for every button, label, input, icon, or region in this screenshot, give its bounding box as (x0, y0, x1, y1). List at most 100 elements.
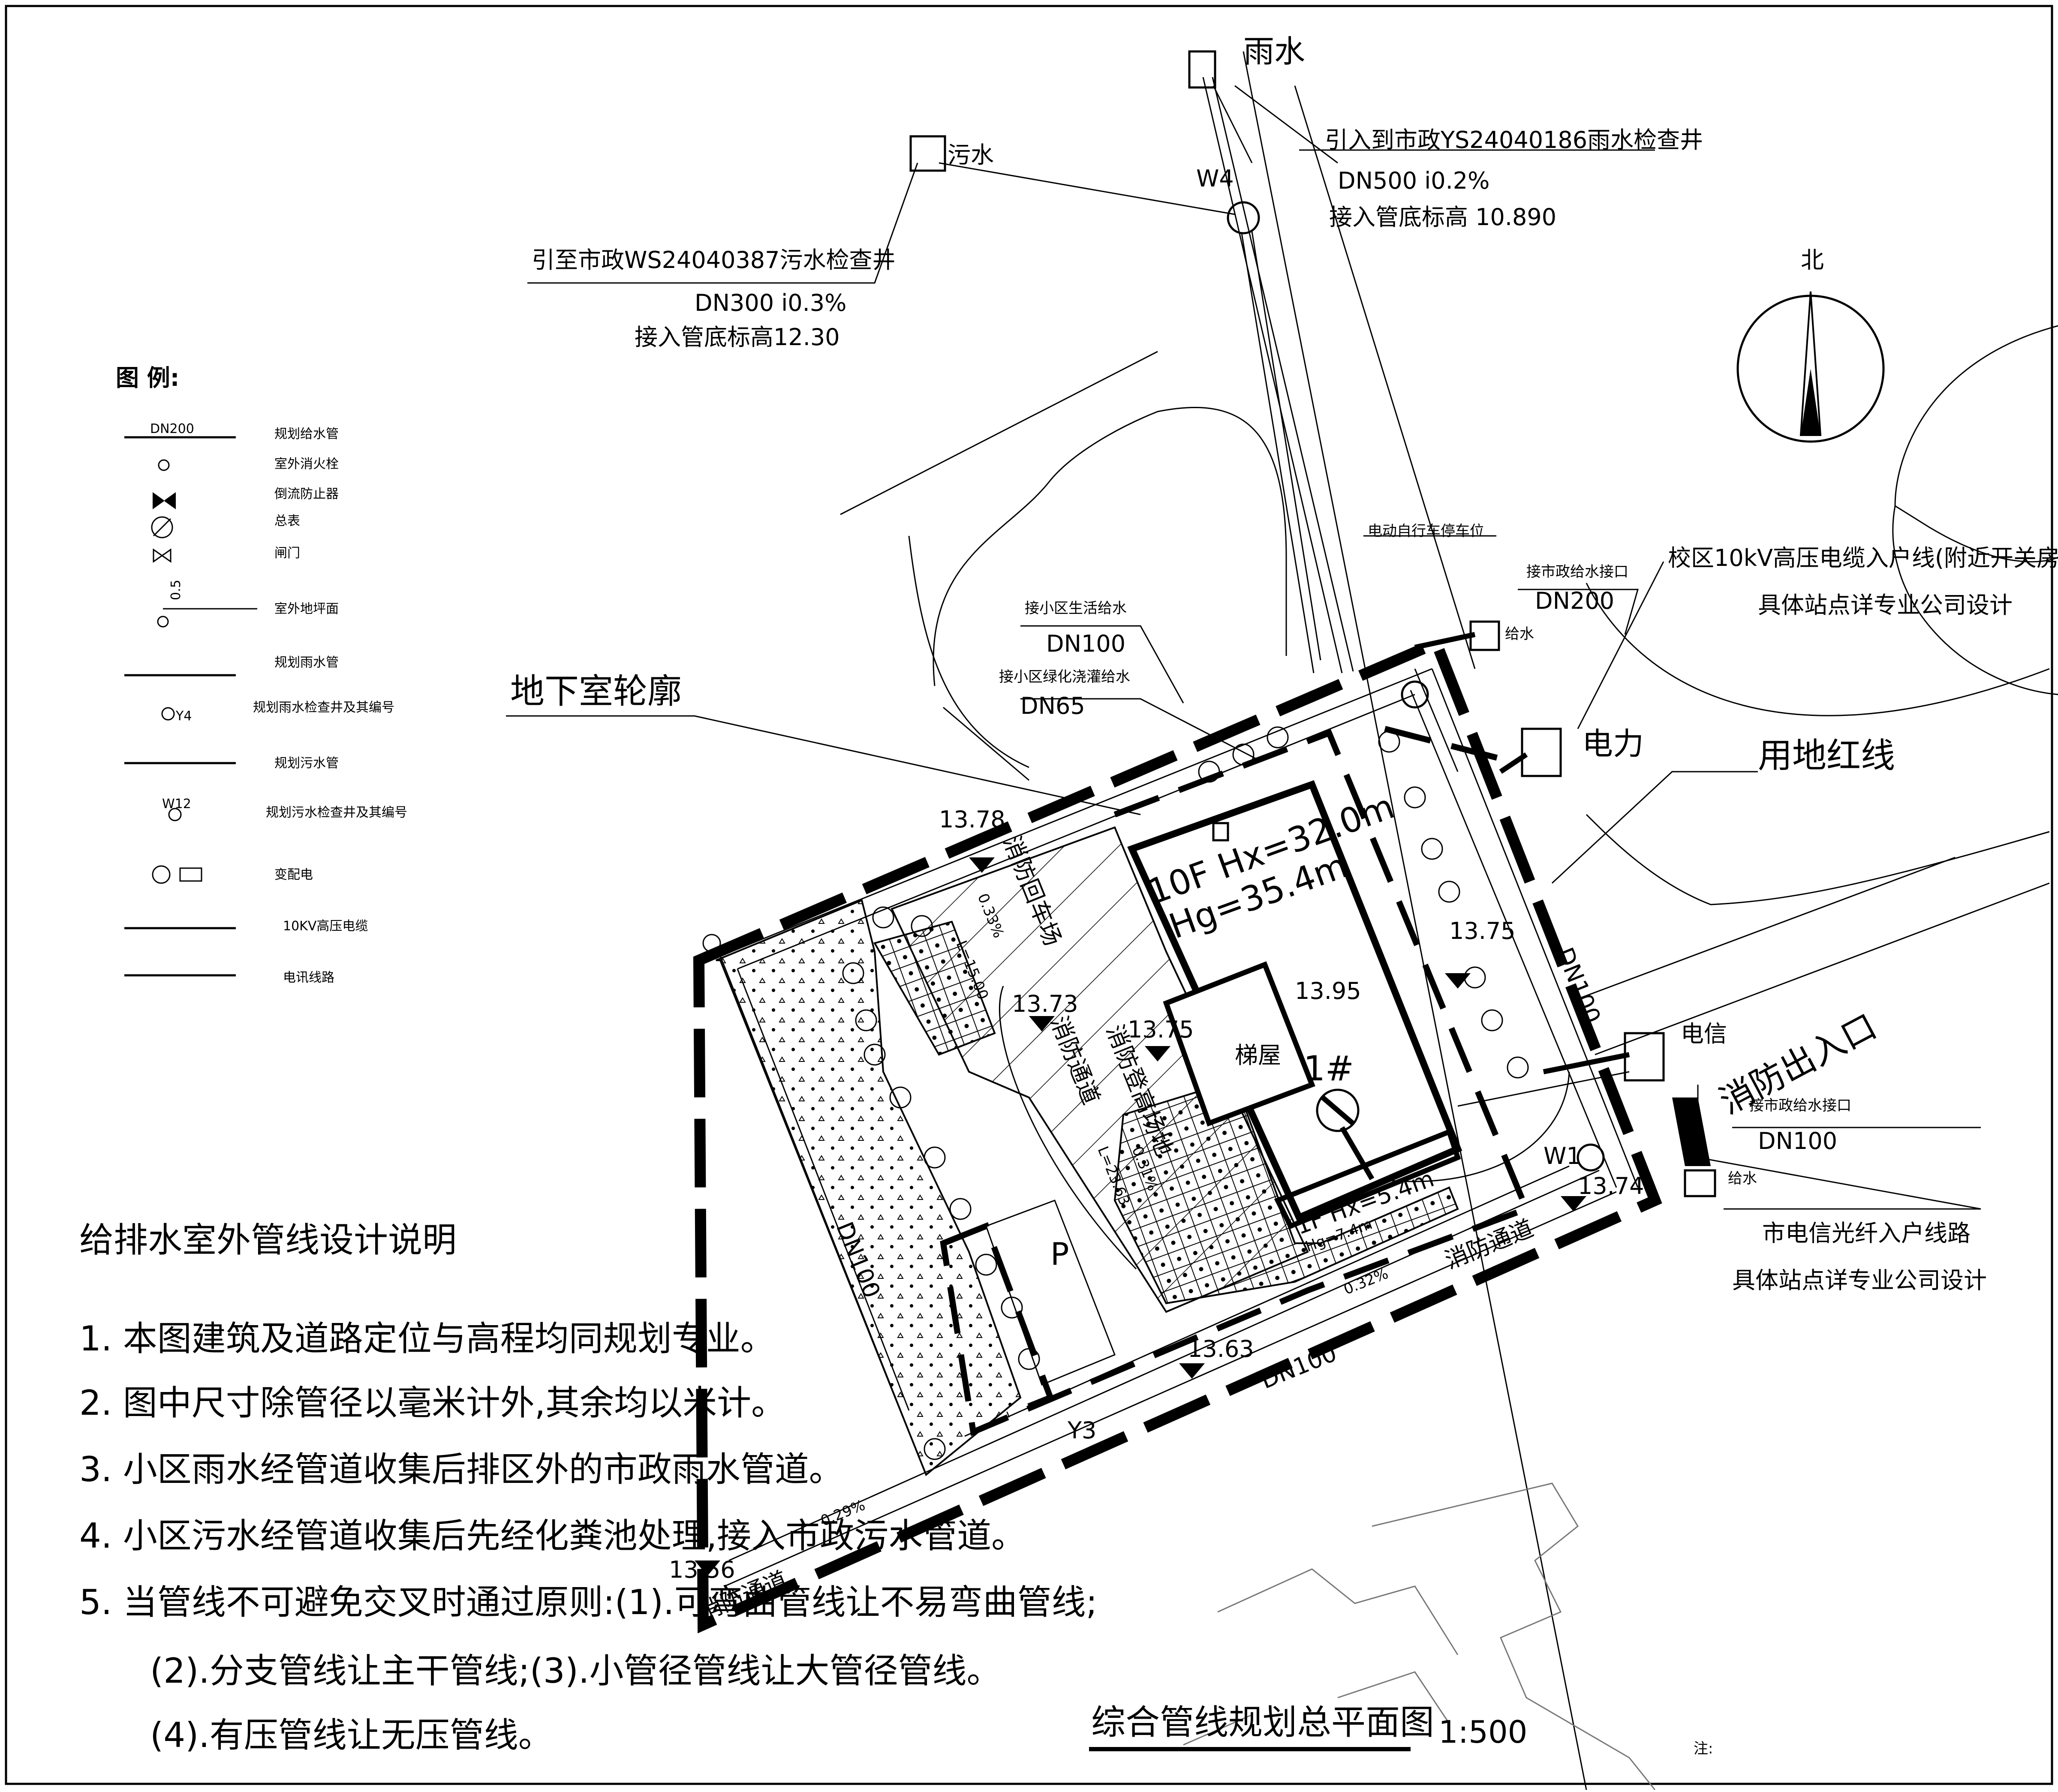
sewage-connect-text: 引至市政WS24040387污水检查井 (532, 247, 896, 274)
basement-outline-label: 地下室轮廓 (510, 671, 682, 711)
water-meter-icon (1316, 1088, 1360, 1132)
rain-elevation-text: 接入管底标高 10.890 (1329, 204, 1556, 231)
design-notes: 给排水室外管线设计说明 1. 本图建筑及道路定位与高程均同规划专业。 2. 图中… (79, 1220, 1097, 1755)
w4-manhole (1227, 201, 1260, 235)
ebike-parking-label: 电动自行车停车位 (1368, 523, 1484, 540)
note-2: 2. 图中尺寸除管径以毫米计外,其余均以米计。 (79, 1383, 785, 1423)
elevation-1375-b: 13.75 (1128, 1016, 1194, 1043)
drawing-border (5, 5, 2053, 1785)
power-label: 电力 (1582, 726, 1644, 762)
grid-area-left (873, 920, 996, 1056)
legend-sewage-pipe: 规划污水管 (274, 756, 339, 771)
w4-label: W4 (1196, 165, 1234, 192)
sewage-elevation-text: 接入管底标高12.30 (635, 324, 840, 351)
sewage-pipe-text: DN300 i0.3% (695, 289, 846, 316)
elevation-1375-a: 13.75 (1449, 917, 1516, 944)
trees (702, 680, 1529, 1460)
dn200-label: DN200 (1535, 587, 1614, 614)
legend: 图 例: DN200 规划给水管 室外消火栓 倒流防止器 总表 闸门 0.5 室… (116, 364, 407, 985)
legend-ground: 室外地坪面 (274, 601, 339, 616)
water-label: 给水 (1505, 625, 1534, 643)
note-3: 3. 小区雨水经管道收集后排区外的市政雨水管道。 (79, 1449, 843, 1489)
land-redline-label: 用地红线 (1758, 736, 1895, 776)
rain-pipe-text: DN500 i0.2% (1338, 167, 1489, 194)
dn100-pipe-right: DN100 (1551, 944, 1606, 1027)
legend-hv-cable: 10KV高压电缆 (283, 919, 368, 934)
hv-cable-text-2: 具体站点详专业公司设计 (1758, 592, 2013, 619)
drawing-title: 综合管线规划总平面图 (1091, 1702, 1434, 1742)
north-label: 北 (1801, 247, 1824, 274)
legend-title: 图 例: (116, 364, 179, 391)
legend-meter: 总表 (274, 514, 300, 529)
utility-connections (1384, 620, 1716, 1197)
note-5-2: (2).分支管线让主干管线;(3).小管径管线让大管径管线。 (150, 1651, 1001, 1691)
legend-telecom: 电讯线路 (283, 970, 334, 985)
legend-sub-w12: W12 (162, 797, 191, 812)
elevation-1374: 13.74 (1578, 1173, 1644, 1200)
planting-area-left (716, 899, 1022, 1476)
legend-rain-pipe: 规划雨水管 (274, 655, 339, 670)
elevation-1373: 13.73 (1012, 990, 1078, 1017)
water-label-2: 给水 (1728, 1170, 1757, 1187)
stair-house-label: 梯屋 (1235, 1042, 1281, 1069)
outfall-pipes (909, 50, 1354, 674)
fire-platform-area (1113, 1079, 1459, 1305)
municipal-water-label: 接市政给水接口 (1526, 563, 1628, 580)
legend-rain-well: 规划雨水检查井及其编号 (253, 700, 394, 715)
drawing-scale: 1:500 (1438, 1714, 1528, 1750)
legend-substation: 变配电 (274, 867, 313, 882)
elevation-1356: 13.56 (669, 1556, 735, 1583)
parking-lot (985, 1200, 1116, 1386)
sewage-label: 污水 (948, 141, 994, 168)
site-redline (693, 635, 1662, 1633)
dn100-label-b: DN100 (1758, 1128, 1837, 1155)
dn100-label: DN100 (1046, 630, 1125, 657)
note-5: 5. 当管线不可避免交叉时通过原则:(1).可弯曲管线让不易弯曲管线; (79, 1582, 1097, 1622)
telecom-box (1624, 1032, 1665, 1082)
legend-hydrant: 室外消火栓 (274, 457, 339, 472)
title-block: 综合管线规划总平面图 1:500 注: (1089, 1702, 1713, 1757)
legend-symbols (124, 436, 257, 977)
adjacent-buildings (1183, 1482, 1656, 1790)
legend-sub-05: 0.5 (168, 580, 184, 600)
sewage-municipal-well (909, 135, 946, 172)
rain-connect-text: 引入到市政YS24040186雨水检查井 (1325, 126, 1703, 153)
municipal-water-label-2: 接市政给水接口 (1749, 1097, 1851, 1114)
water-connection-box-2 (1684, 1169, 1716, 1197)
parking-p-label: P (1050, 1236, 1069, 1272)
fiber-text-2: 具体站点详专业公司设计 (1732, 1267, 1987, 1294)
terrain-lines (840, 51, 2058, 1790)
legend-sub-y4: Y4 (175, 709, 192, 724)
w1-manhole (1577, 1143, 1605, 1172)
dn100-pipe-bottom: DN100 (1257, 1339, 1340, 1394)
note-5-3: (4).有压管线让无压管线。 (150, 1715, 553, 1755)
power-box (1521, 728, 1562, 777)
legend-sewage-well: 规划污水检查井及其编号 (266, 805, 407, 820)
building-1 (1127, 780, 1462, 1230)
legend-valve: 闸门 (274, 546, 300, 561)
telecom-label: 电信 (1681, 1020, 1727, 1047)
fire-entrance-arrow (1672, 1097, 1711, 1166)
elevation-markers (695, 857, 1586, 1576)
legend-water-pipe: 规划给水管 (274, 427, 339, 442)
legend-backflow: 倒流防止器 (274, 487, 339, 502)
irrigation-water-label: 接小区绿化浇灌给水 (999, 668, 1130, 686)
hv-cable-text-1: 校区10kV高压电缆入户线(附近开关房引来 (1668, 544, 2058, 571)
note-mark: 注: (1694, 1740, 1713, 1757)
y3-label: Y3 (1067, 1417, 1096, 1444)
domestic-water-label: 接小区生活给水 (1025, 600, 1127, 617)
elevation-1363: 13.63 (1188, 1335, 1254, 1362)
rain-label: 雨水 (1243, 33, 1305, 69)
notes-title: 给排水室外管线设计说明 (79, 1220, 457, 1260)
note-4: 4. 小区污水经管道收集后先经化粪池处理,接入市政污水管道。 (79, 1516, 1026, 1556)
building-number: 1# (1303, 1049, 1354, 1088)
north-arrow (1736, 291, 1885, 443)
w1-label: W1 (1544, 1143, 1581, 1170)
note-1: 1. 本图建筑及道路定位与高程均同规划专业。 (79, 1319, 775, 1359)
elevation-1395: 13.95 (1295, 977, 1361, 1004)
elevation-1378: 13.78 (939, 806, 1005, 833)
legend-sub-dn200: DN200 (150, 421, 194, 436)
rain-municipal-well (1188, 50, 1216, 89)
